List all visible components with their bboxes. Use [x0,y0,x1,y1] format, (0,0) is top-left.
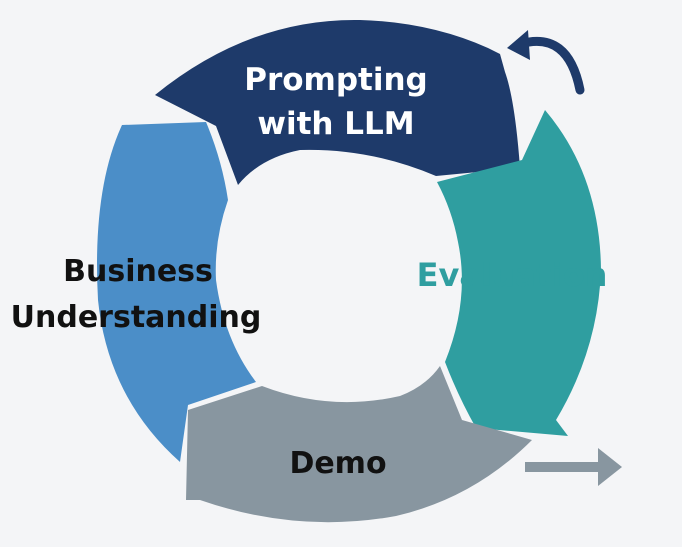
label-evaluation: Evaluation [417,256,608,294]
label-prompting-line2: with LLM [257,106,414,142]
right-arrow-icon [525,448,622,486]
label-business-line1: Business [63,254,213,289]
segment-prompting [155,19,520,185]
segment-evaluation [437,110,601,436]
label-prompting-line1: Prompting [244,62,428,98]
label-business-line2: Understanding [11,300,262,335]
segment-demo [186,366,532,523]
curved-arrow-icon [507,30,585,95]
label-demo: Demo [289,446,386,481]
segment-business [97,122,256,462]
